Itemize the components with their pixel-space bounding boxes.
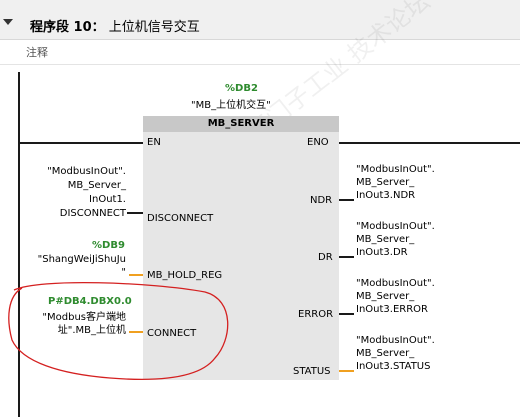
status-operand[interactable]: "ModbusInOut". MB_Server_ InOut3.STATUS — [356, 335, 435, 372]
network-comment[interactable]: 注释 — [26, 46, 48, 59]
network-title[interactable]: 程序段 10： 上位机信号交互 — [30, 16, 200, 35]
network-name: 上位机信号交互 — [108, 20, 200, 35]
instance-db-name[interactable]: "MB_上位机交互" — [191, 100, 271, 111]
ndr-operand[interactable]: "ModbusInOut". MB_Server_ InOut3.NDR — [356, 164, 435, 201]
dr-wire — [339, 256, 354, 258]
hold-reg-db-tag: %DB9 — [92, 240, 125, 251]
eno-pin: ENO — [307, 137, 329, 148]
en-pin: EN — [147, 137, 161, 148]
collapse-icon[interactable] — [3, 19, 13, 25]
dr-pin: DR — [318, 252, 333, 263]
disconnect-wire — [127, 212, 143, 214]
instance-db-tag: %DB2 — [225, 83, 258, 94]
dr-operand[interactable]: "ModbusInOut". MB_Server_ InOut3.DR — [356, 221, 435, 258]
connect-wire — [129, 331, 143, 333]
disconnect-operand[interactable]: "ModbusInOut". MB_Server_ InOut1. DISCON… — [47, 166, 126, 219]
connect-pointer-tag: P#DB4.DBX0.0 — [48, 296, 132, 307]
en-wire — [19, 142, 143, 144]
power-rail — [18, 72, 20, 417]
ndr-pin: NDR — [310, 195, 333, 206]
red-annotation-circle — [8, 281, 229, 380]
hold-reg-pin: MB_HOLD_REG — [147, 270, 223, 281]
status-pin: STATUS — [293, 366, 331, 377]
eno-wire — [339, 142, 520, 144]
header-divider — [0, 39, 520, 40]
function-block[interactable] — [143, 116, 339, 380]
error-operand[interactable]: "ModbusInOut". MB_Server_ InOut3.ERROR — [356, 278, 435, 315]
network-header — [0, 0, 520, 39]
hold-reg-wire — [129, 274, 143, 276]
network-prefix: 程序段 10： — [30, 20, 105, 35]
error-wire — [339, 313, 354, 315]
ndr-wire — [339, 199, 354, 201]
disconnect-pin: DISCONNECT — [147, 213, 214, 224]
connect-operand[interactable]: "Modbus客户端地 址".MB_上位机 — [42, 312, 126, 336]
comment-divider — [0, 64, 520, 65]
status-wire — [339, 370, 354, 372]
block-type-name: MB_SERVER — [143, 116, 339, 132]
hold-reg-operand[interactable]: "ShangWeiJiShuJu " — [37, 254, 126, 278]
error-pin: ERROR — [298, 309, 334, 320]
connect-pin: CONNECT — [147, 328, 197, 339]
